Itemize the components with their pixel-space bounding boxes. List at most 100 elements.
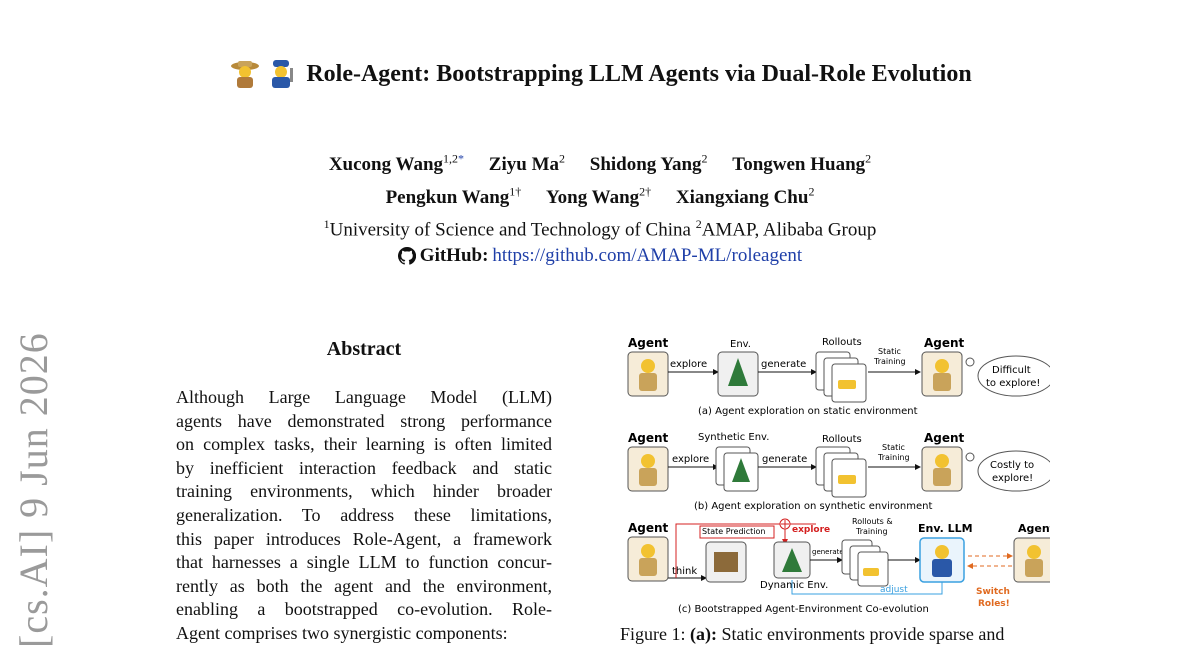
- panel-b-caption: (b) Agent exploration on synthetic envir…: [694, 501, 932, 512]
- abstract-line: that harnesses a single LLM to function …: [176, 552, 552, 573]
- abstract-body: Although Large Language Model (LLM) agen…: [176, 386, 552, 646]
- mechanic-agent-icon: [272, 60, 294, 88]
- github-row: GitHub: https://github.com/AMAP-ML/rolea…: [0, 243, 1200, 273]
- author-affil-sup: 1†: [509, 184, 522, 199]
- panel-b: Agent explore Synthetic Env. generate Ro…: [627, 431, 1055, 512]
- github-link[interactable]: https://github.com/AMAP-ML/roleagent: [492, 244, 803, 266]
- panel-a-bubble-2: to explore!: [986, 378, 1040, 389]
- panel-c: Agent think State Prediction explore Dyn…: [627, 517, 1055, 615]
- author-name-text: Xucong Wang: [328, 154, 444, 176]
- affiliations: 1University of Science and Technology of…: [0, 211, 1200, 243]
- author-mark-sup: *: [458, 152, 465, 166]
- author-affil-sup: 2: [701, 152, 708, 166]
- abstract-line: agents have demonstrated strong performa…: [176, 410, 552, 431]
- panel-a-agent2-label: Agent: [924, 336, 965, 350]
- panel-a-rollouts-label: Rollouts: [822, 337, 862, 348]
- agent-body-icon: [639, 373, 657, 391]
- panel-c-state-prediction: State Prediction: [702, 527, 765, 536]
- panel-c-switch: Switch: [976, 587, 1010, 597]
- abstract-line: Agent comprises two synergistic componen…: [176, 622, 508, 643]
- abstract-line: training environments, which hinder broa…: [176, 481, 552, 502]
- table-icon: [714, 552, 738, 572]
- panel-a-caption: (a) Agent exploration on static environm…: [698, 406, 918, 417]
- author-name: Ziyu Ma2: [488, 152, 565, 176]
- abstract-line: generalization. To address these limitat…: [176, 504, 552, 525]
- author-block: Xucong Wang1,2* Ziyu Ma2 Shidong Yang2 T…: [0, 146, 1200, 273]
- panel-b-agent2-label: Agent: [924, 431, 965, 445]
- thought-dot: [965, 357, 975, 367]
- paper-title: Role-Agent: Bootstrapping LLM Agents via…: [306, 60, 972, 87]
- caption-text: Static environments provide sparse and: [716, 624, 1005, 644]
- affil-org-1: University of Science and Technology of …: [329, 218, 696, 240]
- affil-sup-1: 1: [323, 216, 330, 231]
- panel-c-agent2-label: Agent: [1018, 522, 1050, 535]
- author-name: Pengkun Wang1†: [385, 184, 522, 208]
- panel-a-agent1-label: Agent: [628, 336, 669, 350]
- author-name-text: Tongwen Huang: [732, 154, 866, 176]
- tree-icon: [728, 358, 748, 386]
- figure-caption: Figure 1: (a): Static environments provi…: [620, 624, 1060, 645]
- panel-b-agent1-label: Agent: [628, 431, 669, 445]
- palm-icon: [732, 458, 750, 482]
- affil-org-2: AMAP, Alibaba Group: [701, 218, 877, 240]
- panel-c-explore: explore: [792, 525, 830, 535]
- panel-b-rollouts-label: Rollouts: [822, 434, 862, 445]
- panel-c-dynamic-env: Dynamic Env.: [760, 580, 828, 591]
- panel-c-caption: (c) Bootstrapped Agent-Environment Co-ev…: [678, 604, 929, 615]
- thought-bubble: [977, 355, 1055, 397]
- arxiv-stamp: [cs.AI] 9 Jun 2026: [11, 332, 56, 648]
- figure-1: Agent explore Env. generate Rollouts Sta…: [620, 330, 1055, 620]
- abstract-line: on complex tasks, their learning is ofte…: [176, 434, 552, 455]
- panel-b-explore: explore: [672, 454, 709, 465]
- panel-a-env-label: Env.: [730, 339, 751, 350]
- state-prediction-box: [699, 525, 775, 539]
- explorer-agent-icon: [231, 61, 260, 88]
- car-icon: [838, 380, 856, 389]
- title-row: Role-Agent: Bootstrapping LLM Agents via…: [0, 58, 1200, 90]
- author-row-2: Pengkun Wang1† Yong Wang2† Xiangxiang Ch…: [0, 178, 1200, 210]
- panel-b-static: Static: [882, 443, 905, 452]
- panel-c-agent1-label: Agent: [628, 521, 669, 535]
- author-name-text: Yong Wang: [546, 186, 640, 208]
- author-name: Xiangxiang Chu2: [675, 184, 815, 208]
- figure-1-diagram: Agent explore Env. generate Rollouts Sta…: [627, 336, 1055, 615]
- panel-c-rollouts: Rollouts &: [852, 517, 893, 526]
- author-affil-sup: 2: [808, 184, 815, 199]
- author-name-text: Shidong Yang: [589, 154, 702, 176]
- abstract-line: this paper introduces Role-Agent, a fram…: [176, 528, 552, 549]
- author-name-text: Pengkun Wang: [385, 186, 510, 208]
- abstract-line: Although Large Language Model (LLM): [176, 387, 552, 407]
- author-name: Shidong Yang2: [589, 152, 708, 176]
- tree-icon: [782, 548, 802, 572]
- panel-a-explore: explore: [670, 359, 707, 370]
- author-name: Tongwen Huang2: [732, 152, 872, 176]
- car-icon: [838, 475, 856, 484]
- panel-c-generate: generate: [812, 548, 844, 556]
- affil-sup-2: 2: [695, 216, 702, 231]
- car-icon: [863, 568, 879, 576]
- author-row-1: Xucong Wang1,2* Ziyu Ma2 Shidong Yang2 T…: [0, 146, 1200, 178]
- panel-a-bubble-1: Difficult: [992, 365, 1031, 376]
- github-icon: [397, 246, 416, 265]
- panel-b-env-label: Synthetic Env.: [698, 432, 769, 443]
- panel-b-bubble-2: explore!: [992, 473, 1033, 484]
- abstract-line: enabling a bootstrapped co-evolution. Ro…: [176, 599, 552, 620]
- author-affil-sup: 2: [865, 152, 872, 166]
- author-name: Xucong Wang1,2*: [328, 152, 465, 176]
- github-label: GitHub:: [419, 244, 489, 266]
- abstract-line: rently as both the agent and the environ…: [176, 575, 552, 596]
- author-name-text: Ziyu Ma: [488, 154, 559, 176]
- abstract-heading: Abstract: [326, 338, 402, 360]
- author-name-text: Xiangxiang Chu: [675, 186, 809, 208]
- thought-bubble: [977, 450, 1055, 492]
- author-affil-sup: 2†: [639, 184, 652, 199]
- abstract-line: by inefficient interaction feedback and …: [176, 457, 552, 478]
- panel-c-env-llm: Env. LLM: [918, 522, 973, 535]
- thought-dot: [965, 452, 975, 462]
- panel-a-training: Training: [873, 357, 906, 366]
- logo: [228, 58, 298, 90]
- panel-c-adjust: adjust: [880, 585, 908, 595]
- panel-b-bubble-1: Costly to: [990, 460, 1034, 471]
- caption-bold: (a):: [690, 624, 717, 644]
- author-affil-sup: 2: [559, 152, 565, 166]
